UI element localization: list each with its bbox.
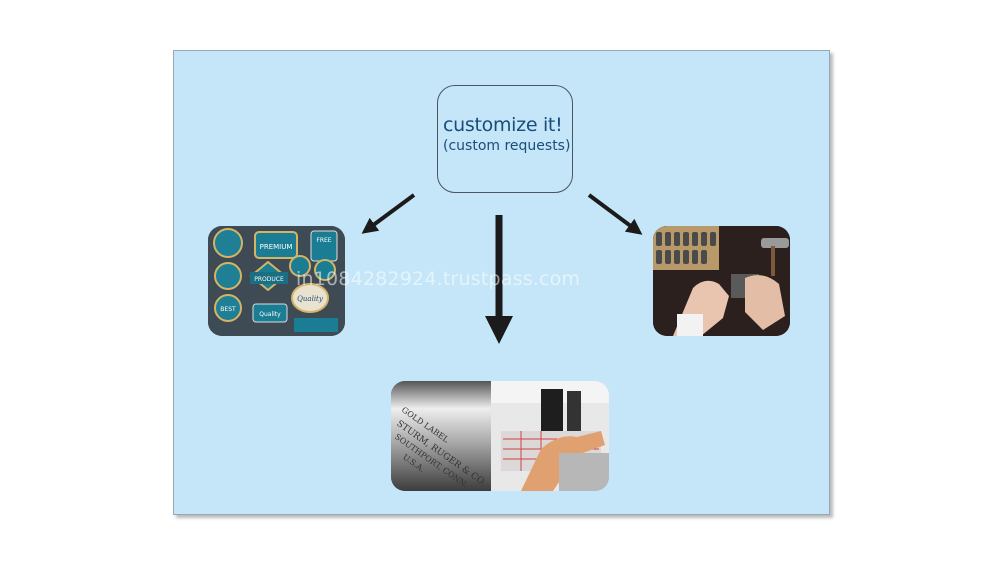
stamping-photo [653, 226, 790, 336]
center-title: customize it! [443, 114, 563, 136]
badge-free: FREE [316, 237, 331, 244]
center-node [437, 85, 573, 193]
badges-photo: PREMIUM FREE PRODUCE Quality BEST Qualit… [208, 226, 345, 336]
watermark: in1084282924.trustpass.com [296, 268, 581, 290]
badge-premium: PREMIUM [260, 243, 293, 251]
engraving-illustration: GOLD LABEL STURM, RUGER & CO. SOUTHPORT,… [391, 381, 609, 491]
center-subtitle: (custom requests) [443, 138, 571, 154]
badge-quality: Quality [297, 295, 324, 303]
arrow-right [587, 193, 643, 235]
arrow-left [361, 193, 416, 234]
badge-produce: PRODUCE [254, 276, 284, 283]
stamping-illustration [653, 226, 790, 336]
badges-illustration: PREMIUM FREE PRODUCE Quality BEST Qualit… [208, 226, 345, 336]
engraving-photo: GOLD LABEL STURM, RUGER & CO. SOUTHPORT,… [391, 381, 609, 491]
badge-best: BEST [220, 306, 236, 313]
badge-quality-2: Quality [259, 311, 281, 318]
